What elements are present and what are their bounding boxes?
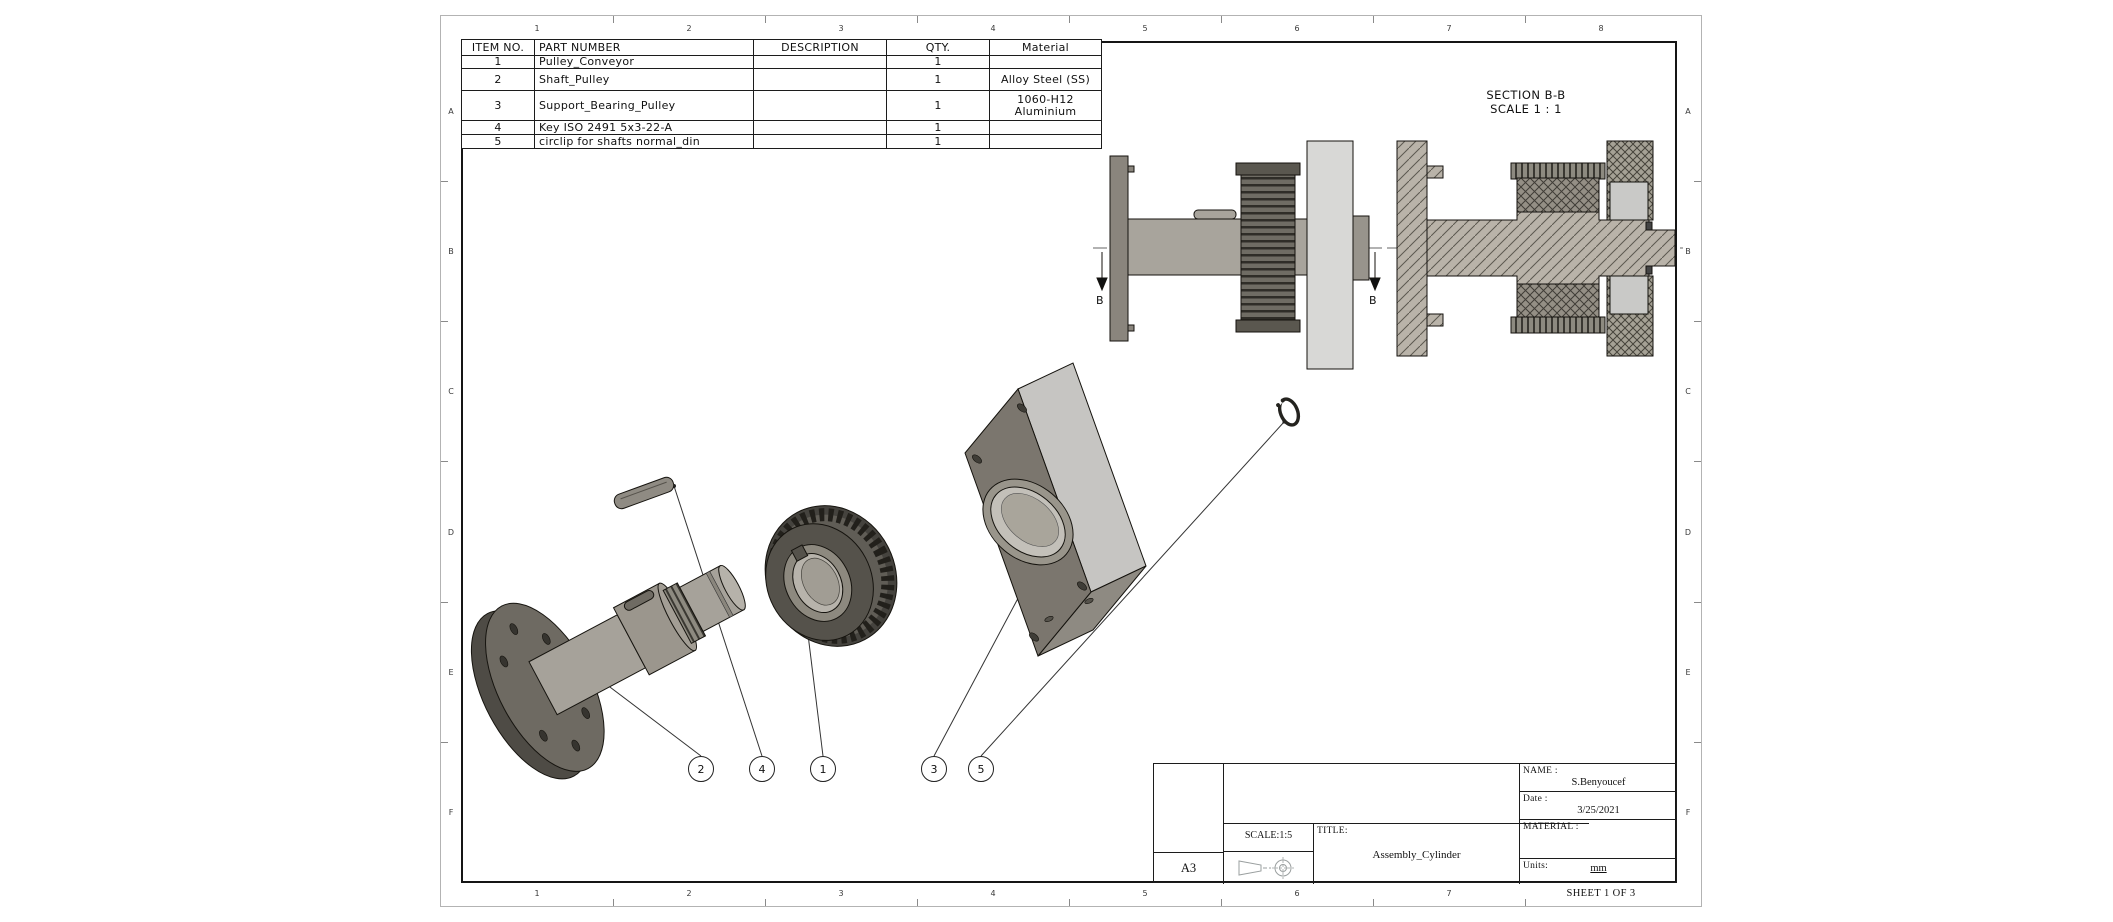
grid-row-label: A: [441, 41, 461, 183]
name-value: S.Benyoucef: [1571, 777, 1626, 788]
title-block-empty-cell: [1154, 764, 1224, 852]
bom-header-cell: DESCRIPTION: [753, 39, 887, 56]
grid-col-label: 4: [917, 881, 1070, 906]
name-cell: NAME : S.Benyoucef: [1519, 764, 1677, 792]
svg-text:B: B: [1369, 294, 1377, 307]
sheet-number-label: SHEET 1 OF 3: [1566, 888, 1636, 899]
material-cell: MATERIAL :: [1519, 820, 1677, 859]
grid-col-label: 7: [1373, 16, 1526, 41]
grid-row-label: F: [448, 808, 454, 818]
part-circlip[interactable]: [1275, 395, 1302, 428]
grid-col-label: 5: [1069, 16, 1222, 41]
grid-row-label: B: [441, 181, 461, 323]
date-cell: Date : 3/25/2021: [1519, 792, 1677, 820]
part-support-bearing-pulley[interactable]: [964, 362, 1147, 657]
projection-symbol-cell: [1224, 852, 1314, 884]
grid-col-label: 4: [917, 16, 1070, 41]
bom-table: ITEM NO. PART NUMBER DESCRIPTION QTY. Ma…: [461, 39, 1102, 149]
side-view[interactable]: B B: [1093, 140, 1383, 370]
balloon-item-5[interactable]: 5: [968, 756, 994, 782]
grid-row-label: E: [1675, 602, 1701, 744]
grid-row-label: D: [1675, 462, 1701, 604]
scale-cell: SCALE:1:5: [1224, 824, 1314, 852]
grid-row-label: D: [441, 462, 461, 604]
grid-row-label: C: [1675, 322, 1701, 463]
grid-col-label: 2: [613, 16, 766, 41]
bom-row[interactable]: 1 Pulley_Conveyor 1: [461, 55, 1102, 69]
part-shaft-pulley[interactable]: [447, 503, 781, 797]
title-block-upper-cell: [1224, 764, 1589, 824]
bom-row[interactable]: 2 Shaft_Pulley 1 Alloy Steel (SS): [461, 68, 1102, 91]
grid-col-label: 1: [461, 16, 614, 41]
grid-col-label: 2: [613, 881, 766, 906]
bom-header-row: ITEM NO. PART NUMBER DESCRIPTION QTY. Ma…: [461, 39, 1102, 56]
grid-col-label: 1: [461, 881, 614, 906]
part-key[interactable]: [612, 475, 675, 510]
grid-ref-left: A B C D E F: [441, 41, 461, 883]
section-view-b-b[interactable]: [1387, 140, 1685, 357]
balloon-item-4[interactable]: 4: [749, 756, 775, 782]
grid-row-label: C: [441, 322, 461, 463]
scale-value: SCALE:1:5: [1244, 830, 1293, 841]
bom-row[interactable]: 4 Key ISO 2491 5x3-22-A 1: [461, 120, 1102, 135]
grid-col-label: 7: [1373, 881, 1526, 906]
bom-row[interactable]: 5 circlip for shafts normal_din 1: [461, 134, 1102, 149]
grid-col-label: 6: [1221, 16, 1374, 41]
date-label: Date :: [1523, 794, 1548, 804]
drawing-graphics: B B: [447, 140, 1685, 879]
sheet-size-cell: A3: [1154, 852, 1224, 884]
balloon-item-3[interactable]: 3: [921, 756, 947, 782]
grid-ref-top: 1 2 3 4 5 6 7 8: [461, 16, 1677, 41]
exploded-view[interactable]: [447, 362, 1302, 798]
section-cut-arrows: B B: [1096, 252, 1381, 307]
title-label: TITLE:: [1317, 826, 1348, 836]
svg-text:B: B: [1096, 294, 1104, 307]
grid-row-label: E: [441, 602, 461, 744]
drawing-title: Assembly_Cylinder: [1372, 849, 1461, 861]
grid-row-label: A: [1675, 41, 1701, 183]
balloon-item-2[interactable]: 2: [688, 756, 714, 782]
title-block: A3 SCALE:1:5 TITLE: Assembly_Cylinder NA…: [1153, 763, 1677, 884]
bom-header-cell: QTY.: [886, 39, 990, 56]
grid-col-label: 6: [1221, 881, 1374, 906]
grid-ref-right: A B C D E F: [1675, 41, 1701, 883]
bom-header-cell: Material: [989, 39, 1102, 56]
grid-row-label: B: [1675, 181, 1701, 323]
units-value: mm: [1590, 863, 1607, 874]
grid-col-label: 5: [1069, 881, 1222, 906]
balloon-item-1[interactable]: 1: [810, 756, 836, 782]
material-label: MATERIAL :: [1523, 822, 1579, 832]
part-pulley-conveyor[interactable]: [740, 482, 922, 670]
name-label: NAME :: [1523, 766, 1558, 776]
section-view-title: SECTION B-B SCALE 1 : 1: [1441, 88, 1611, 116]
units-cell: Units: mm: [1519, 859, 1677, 884]
bom-header-cell: PART NUMBER: [534, 39, 754, 56]
grid-col-label: 8: [1598, 24, 1604, 33]
title-cell: TITLE: Assembly_Cylinder: [1314, 824, 1519, 884]
units-label: Units:: [1523, 861, 1549, 871]
projection-symbol: [1238, 857, 1294, 879]
section-title-text: SECTION B-B: [1486, 88, 1566, 102]
grid-row-label: F: [1685, 808, 1691, 818]
section-scale-text: SCALE 1 : 1: [1490, 102, 1562, 116]
sheet-size: A3: [1180, 861, 1197, 875]
bom-row[interactable]: 3 Support_Bearing_Pulley 1 1060-H12 Alum…: [461, 90, 1102, 121]
grid-col-label: 3: [765, 16, 918, 41]
grid-ref-bottom: 1 2 3 4 5 6 7 SHEET 1 OF 3: [461, 881, 1677, 906]
date-value: 3/25/2021: [1577, 805, 1620, 816]
grid-col-label: 3: [765, 881, 918, 906]
drawing-sheet: 1 2 3 4 5 6 7 8 1 2 3 4 5 6 7 SHEET 1 OF…: [440, 15, 1702, 907]
bom-header-cell: ITEM NO.: [461, 39, 535, 56]
